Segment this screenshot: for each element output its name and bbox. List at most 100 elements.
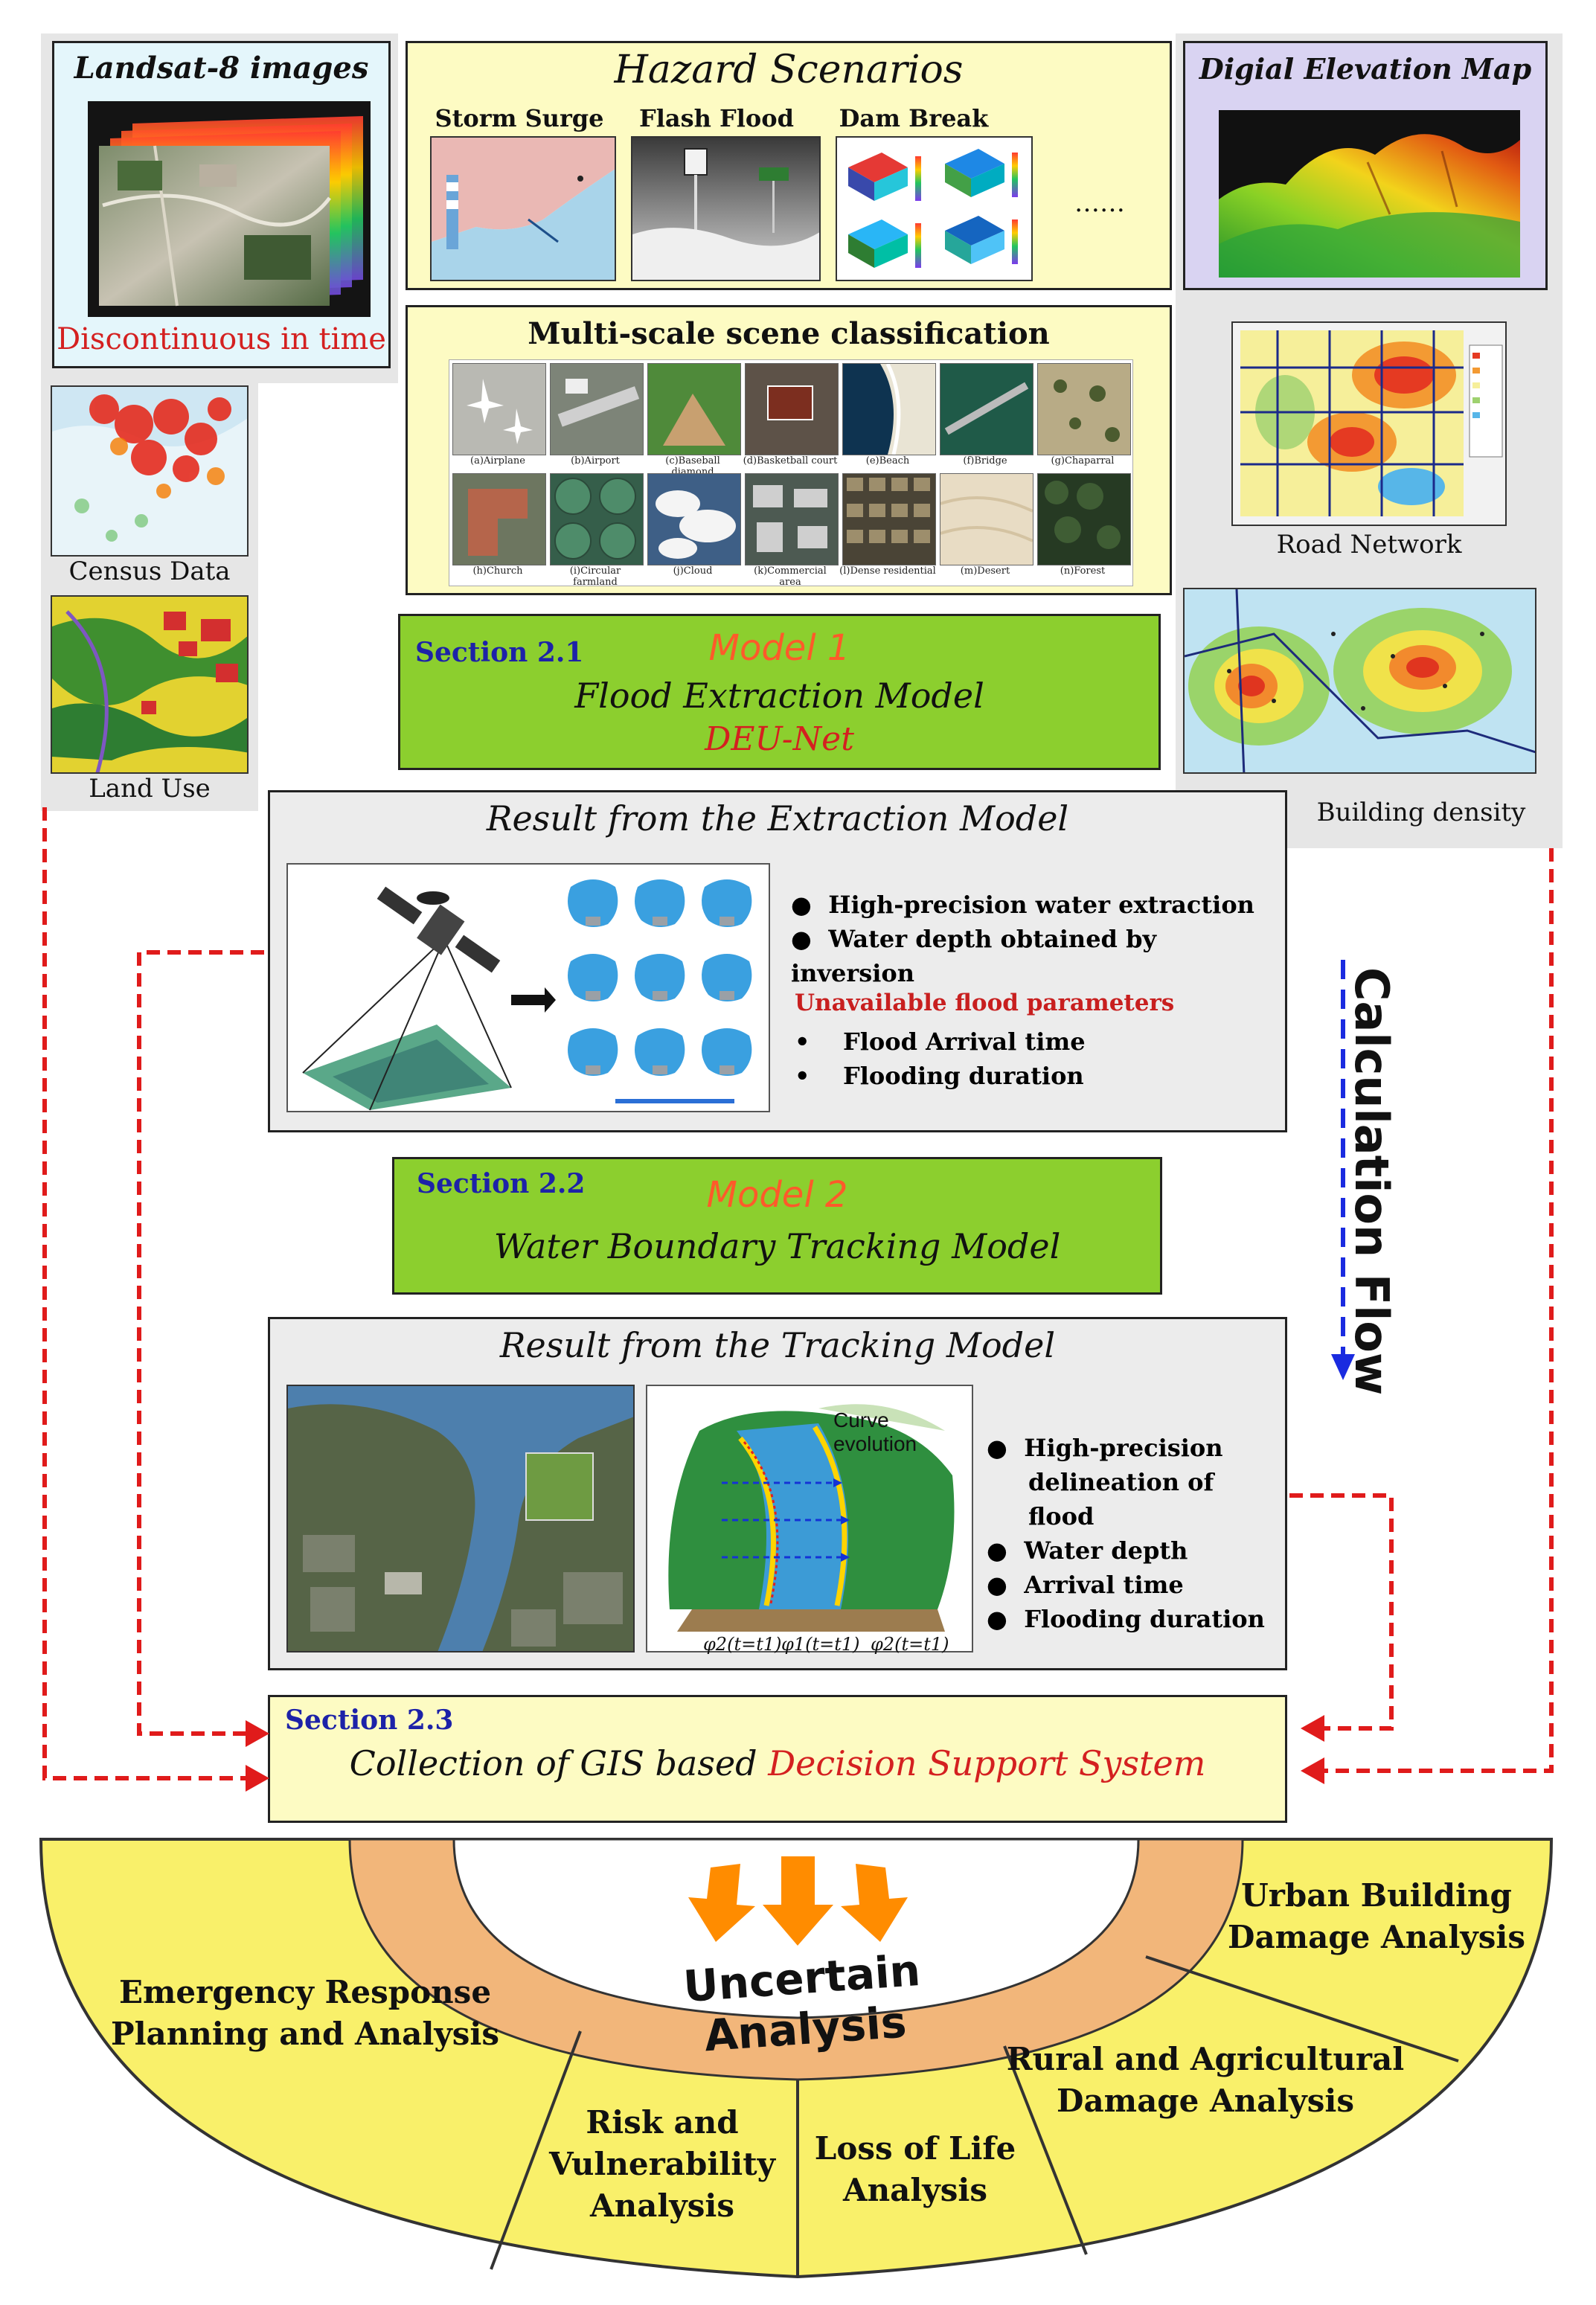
unavailable-item-2: • Flooding duration xyxy=(795,1062,1084,1090)
extraction-bullet-1: ● High-precision water extraction xyxy=(791,891,1254,919)
tracking-bullet-1-cont: delineation of flood xyxy=(987,1465,1284,1533)
dem-panel: Digial Elevation Map xyxy=(1183,41,1548,290)
building-density-label: Building density xyxy=(1316,798,1526,827)
scene-title: Multi-scale scene classification xyxy=(528,316,1050,351)
scene-tile-desert xyxy=(940,473,1033,565)
analysis-semicircle xyxy=(39,1838,1554,2279)
arrow-head-left-inner xyxy=(246,1720,269,1747)
scene-tile-dense-residential xyxy=(842,473,936,565)
scene-cap-basketball-court: (d)Basketball court xyxy=(743,455,838,467)
land-use-map xyxy=(51,595,249,774)
analysis-urban-line2: Damage Analysis xyxy=(1228,1919,1525,1955)
dss-title: Collection of GIS based Decision Support… xyxy=(270,1743,1285,1783)
tracking-bullet-2-text: Water depth xyxy=(1024,1536,1188,1565)
hazard-title: Hazard Scenarios xyxy=(614,48,964,92)
down-arrows xyxy=(688,1856,908,1946)
analysis-emergency-line2: Planning and Analysis xyxy=(111,2016,499,2052)
analysis-life: Loss of Life Analysis xyxy=(804,2128,1027,2211)
arrow-head-left-outer xyxy=(246,1765,269,1792)
dss-title-prefix: Collection of GIS based xyxy=(349,1743,769,1783)
tracking-bullet-1: ● High-precision xyxy=(987,1434,1223,1462)
unavailable-item-1-text: Flood Arrival time xyxy=(843,1028,1086,1056)
scene-tile-chaparral xyxy=(1037,363,1131,455)
calculation-flow-arrow xyxy=(1321,952,1365,1384)
dem-title: Digial Elevation Map xyxy=(1199,52,1532,86)
extraction-bullet-2-text: Water depth obtained by inversion xyxy=(791,925,1157,987)
census-label: Census Data xyxy=(68,557,231,586)
analysis-rural: Rural and Agricultural Damage Analysis xyxy=(997,2039,1414,2122)
arrow-head-right-outer xyxy=(1301,1757,1324,1784)
model1-net: DEU-Net xyxy=(705,720,854,758)
tracking-bullet-2: ● Water depth xyxy=(987,1536,1188,1565)
storm-surge-map xyxy=(430,136,616,281)
scene-tile-airport xyxy=(550,363,644,455)
down-arrow-left xyxy=(688,1864,755,1942)
model1-section: Section 2.1 xyxy=(415,637,584,668)
dam-break-simulation xyxy=(836,136,1033,281)
curve-evolution-figure: φ2(t=t1) φ1(t=t1) φ2(t=t1) Curve evoluti… xyxy=(646,1385,973,1655)
analysis-emergency-line1: Emergency Response xyxy=(118,1974,492,2010)
scene-grid: (a)Airplane (b)Airport (c)Baseball diamo… xyxy=(449,359,1133,588)
divider-3 xyxy=(1003,2045,1088,2255)
land-use-label: Land Use xyxy=(89,774,211,804)
scene-tile-forest xyxy=(1037,473,1131,565)
landsat-panel: Landsat-8 images Discontinuou xyxy=(52,41,391,368)
scene-tile-basketball-court xyxy=(745,363,839,455)
phi-label-2: φ1(t=t1) xyxy=(781,1634,859,1654)
road-network-map xyxy=(1231,321,1507,526)
down-arrow-center xyxy=(763,1856,833,1946)
extraction-bullets: ● High-precision water extraction ● Wate… xyxy=(791,888,1267,990)
divider-4 xyxy=(1145,1955,1459,2062)
scene-cap-airport: (b)Airport xyxy=(571,455,620,467)
phi-label-3: φ2(t=t1) xyxy=(871,1634,949,1654)
analysis-rural-line2: Damage Analysis xyxy=(1057,2083,1354,2119)
unavailable-item-2-text: Flooding duration xyxy=(843,1062,1084,1090)
road-network-label: Road Network xyxy=(1276,530,1462,560)
scene-cap-forest: (n)Forest xyxy=(1060,565,1106,577)
extraction-title: Result from the Extraction Model xyxy=(486,798,1069,839)
unavailable-item-1: • Flood Arrival time xyxy=(795,1028,1086,1056)
model1-box: Section 2.1 Model 1 Flood Extraction Mod… xyxy=(398,614,1161,770)
tracking-bullet-1-text: High-precision xyxy=(1024,1434,1223,1462)
landsat-title: Landsat-8 images xyxy=(74,51,369,86)
analysis-life-line2: Analysis xyxy=(843,2172,987,2208)
scene-tile-baseball-diamond xyxy=(647,363,741,455)
scene-tile-airplane xyxy=(452,363,546,455)
analysis-risk: Risk and Vulnerability Analysis xyxy=(536,2102,789,2227)
analysis-urban-line1: Urban Building xyxy=(1241,1877,1512,1914)
curve-evolution-label: Curve evolution xyxy=(833,1408,917,1455)
extraction-bullet-2: ● Water depth obtained by inversion xyxy=(791,925,1157,987)
scene-cap-dense-residential: (l)Dense residential xyxy=(839,565,936,577)
hazard-more-ellipsis: …… xyxy=(1074,188,1125,218)
dem-terrain-image xyxy=(1219,110,1520,278)
hazard-item-storm-surge: Storm Surge xyxy=(435,104,604,132)
model2-section: Section 2.2 xyxy=(417,1168,586,1199)
phi-label-1: φ2(t=t1) xyxy=(703,1634,781,1654)
scene-panel: Multi-scale scene classification (a)Airp… xyxy=(406,305,1172,595)
scene-cap-church: (h)Church xyxy=(472,565,523,577)
tracking-bullet-1-cont-text: delineation of flood xyxy=(1028,1468,1214,1530)
model1-model: Model 1 xyxy=(708,627,850,669)
analysis-emergency: Emergency Response Planning and Analysis xyxy=(104,1972,506,2055)
hazard-panel: Hazard Scenarios Storm Surge Flash Flood… xyxy=(406,41,1172,290)
hazard-item-flash-flood: Flash Flood xyxy=(639,104,794,132)
model2-model: Model 2 xyxy=(706,1174,848,1216)
analysis-life-line1: Loss of Life xyxy=(814,2130,1016,2167)
building-density-map xyxy=(1183,588,1536,774)
tracking-bullet-4-text: Flooding duration xyxy=(1024,1605,1265,1633)
extraction-figure xyxy=(286,863,770,1112)
flash-flood-photo xyxy=(631,136,821,281)
scene-cap-commercial-area: (k)Commercial area xyxy=(754,565,827,588)
scene-tile-commercial-area xyxy=(745,473,839,565)
dss-section: Section 2.3 xyxy=(285,1705,454,1736)
scene-cap-chaparral: (g)Chaparral xyxy=(1051,455,1115,467)
dss-box: Section 2.3 Collection of GIS based Deci… xyxy=(268,1695,1287,1823)
hazard-item-dam-break: Dam Break xyxy=(839,104,989,132)
extraction-bullet-1-text: High-precision water extraction xyxy=(828,891,1254,919)
model2-box: Section 2.2 Model 2 Water Boundary Track… xyxy=(392,1157,1162,1295)
analysis-risk-line2: Vulnerability xyxy=(548,2146,776,2182)
arrow-head-right-inner xyxy=(1301,1715,1324,1742)
analysis-risk-line1: Risk and xyxy=(586,2104,739,2141)
tracking-bullet-4: ● Flooding duration xyxy=(987,1605,1265,1633)
red-dashed-connectors xyxy=(42,807,1554,1792)
